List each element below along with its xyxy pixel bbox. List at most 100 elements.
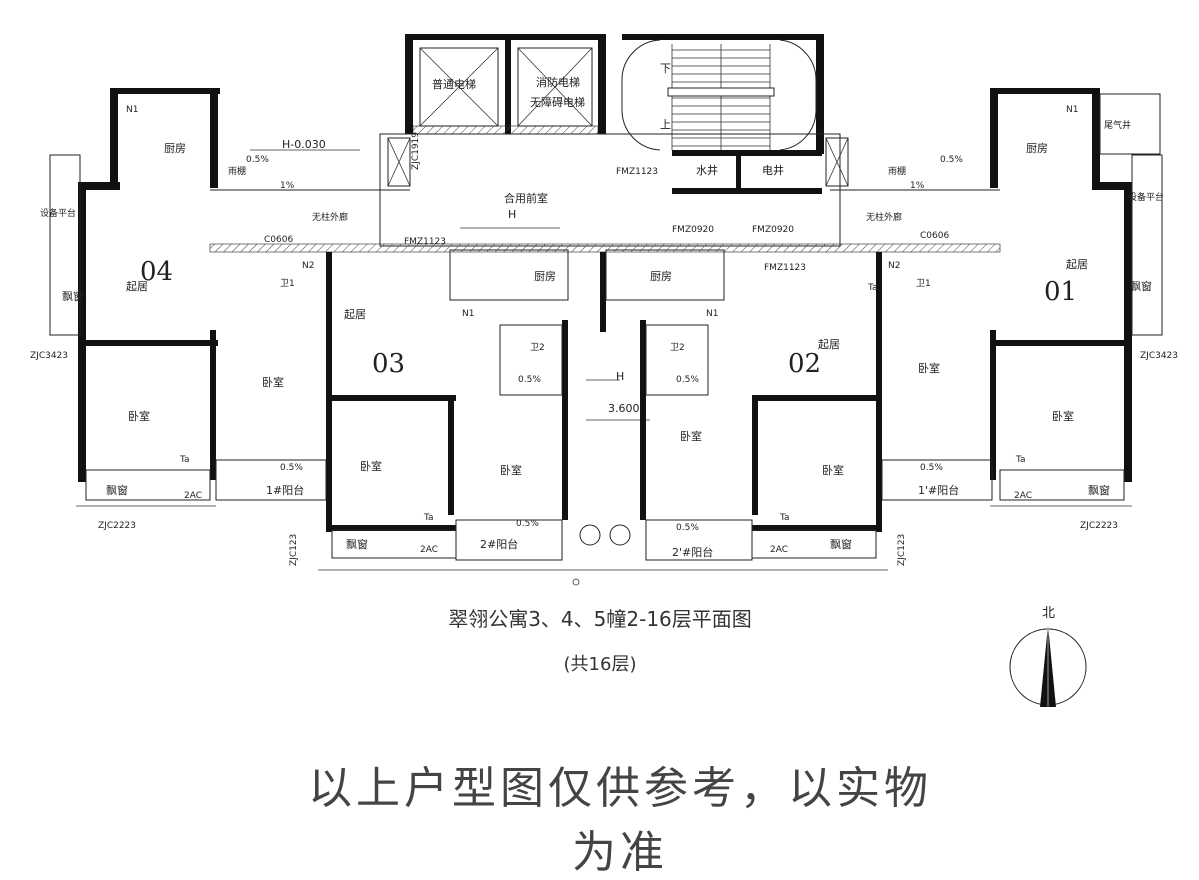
stairwell: 下 上 水井 电井 FMZ1123 (616, 34, 824, 194)
unit-01-label: 01 (1044, 277, 1077, 307)
unit-03-label: 03 (372, 349, 405, 379)
corridor-right-label: 无柱外廊 (866, 211, 902, 223)
unit-01: 厨房 01 起居 卧室 卧室 飘窗 飘窗 1'#阳台 2AC 尾气井 设备平台 … (867, 88, 1178, 531)
svg-text:ZJC1919: ZJC1919 (411, 132, 421, 170)
floor-plan: 普通电梯 消防电梯 无障碍电梯 下 上 (30, 34, 1178, 586)
corridor-left-label: 无柱外廊 (312, 211, 348, 223)
svg-text:0.5%: 0.5% (246, 155, 269, 165)
water-shaft-label: 水井 (696, 163, 718, 177)
elevator-2b-label: 无障碍电梯 (530, 95, 585, 109)
unit-04-label: 04 (140, 257, 173, 287)
unit-04: 厨房 04 起居 卧室 卧室 飘窗 1#阳台 2AC 设备平台 飘窗 ZJC34… (30, 88, 332, 532)
svg-text:ZJC123: ZJC123 (897, 534, 907, 566)
svg-text:2'#阳台: 2'#阳台 (672, 545, 713, 559)
svg-text:卧室: 卧室 (500, 463, 522, 477)
svg-text:0.5%: 0.5% (280, 463, 303, 473)
svg-text:H: H (616, 370, 624, 383)
north-compass-icon: 北 (1009, 606, 1087, 707)
svg-text:设备平台: 设备平台 (1128, 191, 1164, 203)
svg-text:2#阳台: 2#阳台 (480, 537, 518, 551)
svg-text:N2: N2 (888, 261, 900, 271)
svg-text:FMZ1123: FMZ1123 (404, 237, 446, 247)
svg-text:飘窗: 飘窗 (830, 537, 852, 551)
elevator-2-label: 消防电梯 (536, 75, 580, 89)
svg-text:雨棚: 雨棚 (228, 165, 246, 177)
svg-text:1'#阳台: 1'#阳台 (918, 483, 959, 497)
svg-text:厨房: 厨房 (164, 142, 186, 155)
svg-text:飘窗: 飘窗 (62, 289, 84, 303)
disclaimer-text: 以上户型图仅供参考，以实物为准 (308, 763, 932, 878)
svg-text:卫2: 卫2 (670, 343, 685, 353)
svg-text:FMZ1123: FMZ1123 (764, 263, 806, 273)
svg-text:厨房: 厨房 (650, 270, 672, 283)
svg-text:N2: N2 (302, 261, 314, 271)
svg-text:卧室: 卧室 (822, 463, 844, 477)
svg-text:N1: N1 (462, 309, 474, 319)
svg-text:C0606: C0606 (920, 231, 949, 241)
svg-text:0.5%: 0.5% (940, 155, 963, 165)
plan-title: 翠翎公寓3、4、5幢2-16层平面图 (448, 607, 752, 631)
svg-text:尾气井: 尾气井 (1104, 119, 1131, 131)
svg-text:1#阳台: 1#阳台 (266, 483, 304, 497)
svg-text:起居: 起居 (126, 280, 148, 293)
lobby-label: 合用前室 (504, 191, 548, 205)
svg-text:N1: N1 (1066, 105, 1078, 115)
svg-text:飘窗: 飘窗 (106, 483, 128, 497)
svg-text:0.5%: 0.5% (518, 375, 541, 385)
svg-text:1%: 1% (280, 181, 295, 191)
elevator-core: 普通电梯 消防电梯 无障碍电梯 (405, 34, 606, 135)
svg-text:卧室: 卧室 (128, 409, 150, 423)
svg-text:N1: N1 (706, 309, 718, 319)
plan-subtitle: (共16层) (563, 654, 637, 675)
svg-text:卫1: 卫1 (280, 279, 295, 289)
svg-text:0.5%: 0.5% (676, 375, 699, 385)
svg-text:起居: 起居 (818, 338, 840, 351)
svg-text:3.600: 3.600 (608, 402, 640, 415)
svg-text:雨棚: 雨棚 (888, 165, 906, 177)
svg-text:起居: 起居 (1066, 258, 1088, 271)
svg-text:N1: N1 (126, 105, 138, 115)
center-shaft: H 3.600 (572, 252, 650, 586)
stair-down-label: 下 (660, 62, 671, 75)
svg-text:Ta: Ta (1015, 455, 1026, 465)
svg-text:Ta: Ta (779, 513, 790, 523)
svg-text:FMZ0920: FMZ0920 (672, 225, 714, 235)
svg-text:ZJC3423: ZJC3423 (1140, 351, 1178, 361)
svg-text:卧室: 卧室 (1052, 409, 1074, 423)
elev-top-label: H-0.030 (282, 138, 326, 151)
elevator-1-label: 普通电梯 (432, 77, 476, 91)
elec-shaft-label: 电井 (762, 163, 784, 177)
svg-text:Ta: Ta (423, 513, 434, 523)
svg-text:2AC: 2AC (770, 545, 788, 555)
svg-text:卫1: 卫1 (916, 279, 931, 289)
svg-text:厨房: 厨房 (1026, 142, 1048, 155)
svg-text:2AC: 2AC (1014, 491, 1032, 501)
unit-02-label: 02 (788, 349, 821, 379)
svg-text:飘窗: 飘窗 (1130, 279, 1152, 293)
compass-north-label: 北 (1042, 606, 1055, 621)
svg-text:Ta: Ta (867, 283, 878, 293)
svg-text:卧室: 卧室 (360, 459, 382, 473)
svg-text:2AC: 2AC (184, 491, 202, 501)
svg-text:ZJC2223: ZJC2223 (98, 521, 136, 531)
svg-text:H: H (508, 208, 516, 221)
svg-text:卧室: 卧室 (680, 429, 702, 443)
svg-text:卫2: 卫2 (530, 343, 545, 353)
door-label: FMZ1123 (616, 167, 658, 177)
svg-text:起居: 起居 (344, 308, 366, 321)
svg-text:0.5%: 0.5% (676, 523, 699, 533)
unit-02: 02 起居 厨房 卧室 卧室 飘窗 2'#阳台 2AC 卫2 N1 Ta ZJC… (605, 249, 907, 566)
svg-text:卧室: 卧室 (262, 375, 284, 389)
svg-text:厨房: 厨房 (534, 270, 556, 283)
stair-up-label: 上 (660, 118, 671, 131)
svg-text:ZJC3423: ZJC3423 (30, 351, 68, 361)
svg-text:0.5%: 0.5% (920, 463, 943, 473)
svg-text:飘窗: 飘窗 (346, 537, 368, 551)
unit-03: 03 起居 厨房 卧室 卧室 飘窗 2#阳台 2AC 卫2 N1 Ta ZJC1… (289, 249, 569, 566)
svg-text:FMZ0920: FMZ0920 (752, 225, 794, 235)
svg-text:飘窗: 飘窗 (1088, 483, 1110, 497)
svg-text:Ta: Ta (179, 455, 190, 465)
svg-text:卧室: 卧室 (918, 361, 940, 375)
svg-text:1%: 1% (910, 181, 925, 191)
svg-text:ZJC123: ZJC123 (289, 534, 299, 566)
